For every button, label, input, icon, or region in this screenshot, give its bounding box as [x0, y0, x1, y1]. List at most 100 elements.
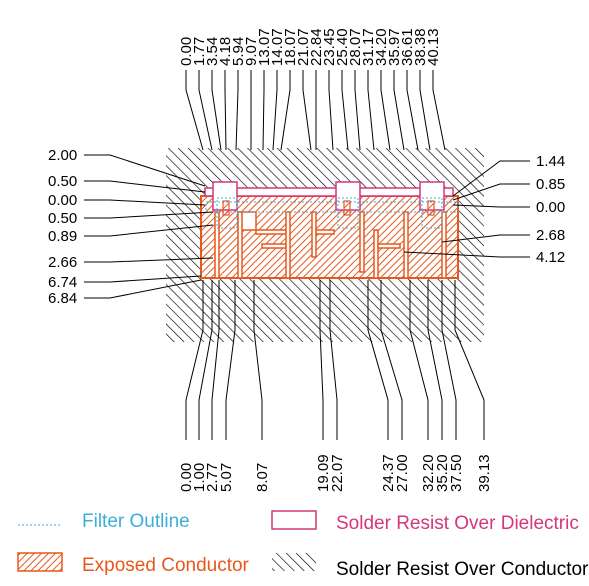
- bottom-leader: [319, 280, 324, 440]
- top-dim-label: 35.97: [386, 28, 403, 66]
- top-dim-label: 5.94: [230, 37, 247, 66]
- left-dim-label: 0.50: [48, 210, 77, 227]
- left-dim-label: 2.66: [48, 254, 77, 271]
- top-dim-label: 3.54: [204, 37, 221, 66]
- bottom-leader-lines: [185, 280, 485, 440]
- left-dim-label: 6.74: [48, 274, 77, 291]
- top-leader: [272, 70, 278, 151]
- right-leader-lines: [403, 160, 530, 258]
- top-leader-lines: [185, 70, 446, 151]
- top-dim-label: 1.77: [191, 37, 208, 66]
- bottom-leader: [441, 280, 457, 440]
- bottom-leader: [225, 280, 236, 440]
- top-leader: [302, 70, 312, 151]
- left-dimension-labels: 2.000.500.000.500.892.666.746.84: [48, 147, 77, 307]
- top-leader: [280, 70, 291, 151]
- legend: Filter Outline Solder Resist Over Dielec…: [17, 510, 589, 580]
- bottom-leader: [211, 280, 220, 440]
- legend-solder-resist-dielectric-swatch: [271, 510, 317, 530]
- legend-filter-outline-label: Filter Outline: [82, 511, 190, 532]
- bottom-dim-label: 27.00: [394, 454, 411, 492]
- bottom-dim-label: 5.07: [218, 463, 235, 492]
- bottom-dim-label: 32.20: [420, 454, 437, 492]
- top-leader: [432, 70, 446, 151]
- top-dim-label: 40.13: [425, 28, 442, 66]
- top-leader: [328, 70, 334, 151]
- top-dim-label: 38.38: [412, 28, 429, 66]
- top-leader: [406, 70, 419, 151]
- right-leader: [441, 234, 530, 243]
- top-leader: [380, 70, 391, 151]
- top-dim-label: 9.07: [243, 37, 260, 66]
- bottom-leader: [380, 280, 403, 440]
- bottom-leader: [409, 280, 429, 440]
- top-dimension-labels: 0.001.773.544.185.949.0713.0714.0718.072…: [178, 28, 442, 66]
- top-leader: [211, 70, 222, 151]
- legend-exposed-conductor-swatch: [17, 552, 63, 572]
- top-dim-label: 0.00: [178, 37, 195, 66]
- bottom-dim-label: 8.07: [254, 463, 271, 492]
- top-leader: [419, 70, 431, 151]
- left-leader: [84, 257, 214, 263]
- bottom-dim-label: 35.20: [434, 454, 451, 492]
- bottom-dim-label: 24.37: [380, 454, 397, 492]
- right-dimension-labels: 1.44 0.85 0.00 2.68 4.12: [536, 153, 565, 266]
- top-dim-label: 18.07: [282, 28, 299, 66]
- bottom-dim-label: 39.13: [476, 454, 493, 492]
- left-dim-label: 2.00: [48, 147, 77, 164]
- right-dim-label: 0.85: [536, 176, 565, 193]
- top-dim-label: 25.40: [334, 28, 351, 66]
- right-dim-label: 0.00: [536, 199, 565, 216]
- right-leader: [452, 204, 530, 208]
- right-dim-label: 2.68: [536, 227, 565, 244]
- right-leader: [452, 183, 530, 201]
- filter-outline: [205, 197, 459, 229]
- bottom-leader: [427, 280, 443, 440]
- bottom-leader: [198, 280, 213, 440]
- bottom-dim-label: 37.50: [448, 454, 465, 492]
- bottom-dim-label: 1.00: [191, 463, 208, 492]
- top-leader: [224, 70, 227, 151]
- left-dim-label: 0.50: [48, 173, 77, 190]
- right-dim-label: 1.44: [536, 153, 565, 170]
- left-leader: [84, 211, 214, 219]
- bottom-leader: [329, 280, 338, 440]
- legend-exposed-conductor-label: Exposed Conductor: [82, 555, 250, 576]
- top-dim-label: 31.17: [360, 28, 377, 66]
- top-dim-label: 36.61: [399, 28, 416, 66]
- top-leader: [367, 70, 375, 151]
- top-leader: [185, 70, 204, 151]
- top-dim-label: 28.07: [347, 28, 364, 66]
- top-leader: [393, 70, 405, 151]
- top-dim-label: 14.07: [269, 28, 286, 66]
- top-dim-label: 21.07: [295, 28, 312, 66]
- top-dim-label: 4.18: [217, 37, 234, 66]
- bottom-dim-label: 19.09: [315, 454, 332, 492]
- top-leader: [198, 70, 213, 151]
- right-dim-label: 4.12: [536, 249, 565, 266]
- left-dim-label: 6.84: [48, 290, 77, 307]
- pad-markers: [222, 200, 435, 216]
- bottom-dim-label: 22.07: [329, 454, 346, 492]
- left-leader: [84, 224, 214, 237]
- left-leader: [84, 279, 202, 299]
- top-leader: [354, 70, 361, 151]
- bottom-leader: [454, 280, 485, 440]
- top-dim-label: 34.20: [373, 28, 390, 66]
- top-dim-label: 23.45: [321, 28, 338, 66]
- bottom-leader: [367, 280, 389, 440]
- left-leader: [84, 199, 206, 206]
- right-leader: [452, 160, 530, 197]
- legend-solder-resist-conductor-label: Solder Resist Over Conductor: [336, 559, 589, 580]
- left-leader: [84, 154, 206, 187]
- left-leader-lines: [84, 154, 214, 299]
- top-leader: [235, 70, 239, 151]
- top-dim-label: 13.07: [256, 28, 273, 66]
- right-leader: [403, 251, 530, 258]
- top-leader: [341, 70, 349, 151]
- left-leader: [84, 180, 206, 193]
- bottom-leader: [185, 280, 204, 440]
- legend-solder-resist-dielectric-label: Solder Resist Over Dielectric: [336, 513, 579, 534]
